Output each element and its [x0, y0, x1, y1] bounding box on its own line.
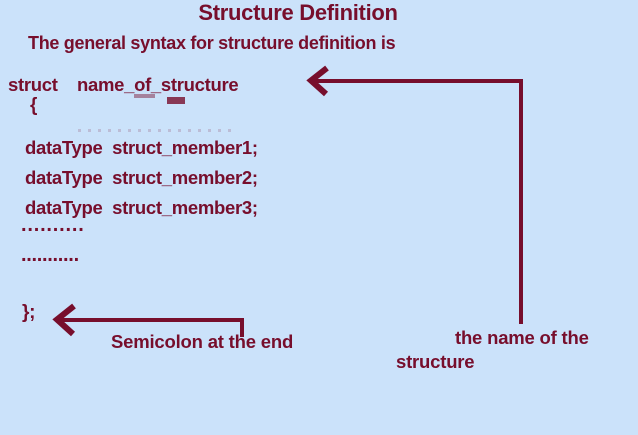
ellipsis-row-1: .......... — [21, 214, 85, 236]
page-title: Structure Definition — [198, 0, 398, 25]
structure-name-annotation-line1: the name of the — [455, 327, 589, 348]
semicolon-annotation: Semicolon at the end — [111, 331, 294, 352]
subtitle-text: The general syntax for structure definit… — [28, 33, 396, 53]
erased-text-artifact — [167, 97, 185, 104]
struct-member-line-3: dataType struct_member3; — [25, 197, 258, 218]
left-arrowhead-icon — [306, 65, 329, 97]
ellipsis-row-2: ........... — [21, 244, 79, 266]
erased-text-artifact — [134, 94, 155, 98]
open-brace: { — [30, 95, 38, 116]
struct-declaration: struct name_of_structure — [8, 74, 239, 95]
left-arrowhead-icon — [52, 303, 76, 337]
struct-member-line-1: dataType struct_member1; — [25, 137, 258, 158]
structure-name-arrow — [306, 65, 523, 324]
erased-dots-artifact — [78, 129, 236, 132]
structure-name-annotation-line2: structure — [396, 351, 475, 372]
struct-member-line-2: dataType struct_member2; — [25, 167, 258, 188]
close-brace: }; — [22, 302, 36, 323]
